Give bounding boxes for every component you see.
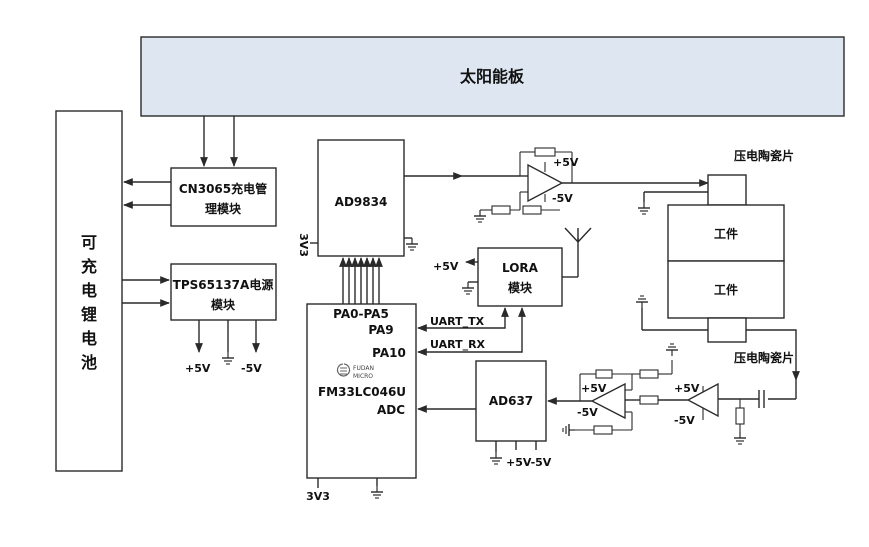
lithium-battery: 可 充 电 锂 电 池 xyxy=(55,110,123,472)
pin-pa10: PA10 xyxy=(372,346,406,360)
amp2-p5v: +5V xyxy=(581,382,607,395)
mcu-fm33lc046u: PA0-PA5 PA9 PA10 FUDAN MICRO FM33LC046U … xyxy=(306,303,417,479)
ad9834-chip: AD9834 xyxy=(317,139,405,257)
battery-char-1: 可 xyxy=(81,233,97,252)
pin-pa0-pa5: PA0-PA5 xyxy=(333,307,389,321)
logo-text-1: FUDAN xyxy=(353,365,374,372)
ad9834-3v3: 3V3 xyxy=(297,233,310,257)
piezo-top xyxy=(707,174,747,206)
mcu-3v3: 3V3 xyxy=(306,490,330,503)
battery-char-6: 池 xyxy=(81,353,97,372)
pin-pa9: PA9 xyxy=(368,323,393,337)
ad9834-label: AD9834 xyxy=(335,195,388,209)
upper-amplifier: +5V -5V xyxy=(473,147,579,223)
solar-panel-label: 太阳能板 xyxy=(459,67,525,86)
lora-p5v: +5V xyxy=(433,260,459,273)
ad637-chip: AD637 xyxy=(475,360,547,442)
uart-links: UART_TX UART_RX xyxy=(417,307,526,356)
lora-module: LORA 模块 xyxy=(477,247,563,307)
piezo-top-label: 压电陶瓷片 xyxy=(734,148,794,163)
battery-char-4: 锂 xyxy=(81,305,97,324)
uart-rx-label: UART_RX xyxy=(430,338,486,351)
battery-char-3: 电 xyxy=(81,281,97,300)
mcu-name: FM33LC046U xyxy=(318,385,406,399)
amp1-p5v: +5V xyxy=(553,156,579,169)
lower-preamp: +5V -5V xyxy=(674,382,747,445)
pin-adc: ADC xyxy=(377,403,405,417)
uart-tx-label: UART_TX xyxy=(430,315,485,328)
amp3-p5v: +5V xyxy=(674,382,700,395)
amp2-n5v: -5V xyxy=(577,406,598,419)
amp1-n5v: -5V xyxy=(552,192,573,205)
battery-char-5: 电 xyxy=(81,329,97,348)
spi-bus xyxy=(339,257,383,304)
cn3065-module: CN3065充电管 理模块 xyxy=(170,167,277,227)
antenna-icon xyxy=(562,227,592,278)
lora-label-2: 模块 xyxy=(508,280,533,295)
tps-p5v: +5V xyxy=(185,362,211,375)
tps-n5v: -5V xyxy=(241,362,262,375)
logo-text-2: MICRO xyxy=(353,373,373,380)
cn3065-label-1: CN3065充电管 xyxy=(179,181,267,196)
fudan-micro-logo: FUDAN MICRO xyxy=(336,363,374,380)
tps-label-1: TPS65137A电源 xyxy=(173,277,274,292)
cn3065-label-2: 理模块 xyxy=(205,201,242,216)
lower-amplifier: +5V -5V xyxy=(562,343,679,437)
battery-char-2: 充 xyxy=(81,257,97,276)
ad637-rails: +5V-5V xyxy=(506,456,552,469)
piezo-bottom xyxy=(707,317,747,343)
lora-label-1: LORA xyxy=(502,261,539,275)
workpiece-lower-label: 工件 xyxy=(714,282,738,297)
ad637-label: AD637 xyxy=(489,394,533,408)
tps-label-2: 模块 xyxy=(211,297,236,312)
amp3-n5v: -5V xyxy=(674,414,695,427)
workpiece-stack: 工件 工件 xyxy=(667,204,785,319)
piezo-bottom-label: 压电陶瓷片 xyxy=(734,350,794,365)
tps65137a-module: TPS65137A电源 模块 xyxy=(170,263,277,321)
workpiece-upper-label: 工件 xyxy=(714,226,738,241)
solar-panel: 太阳能板 xyxy=(140,36,845,117)
capacitor xyxy=(758,390,765,408)
